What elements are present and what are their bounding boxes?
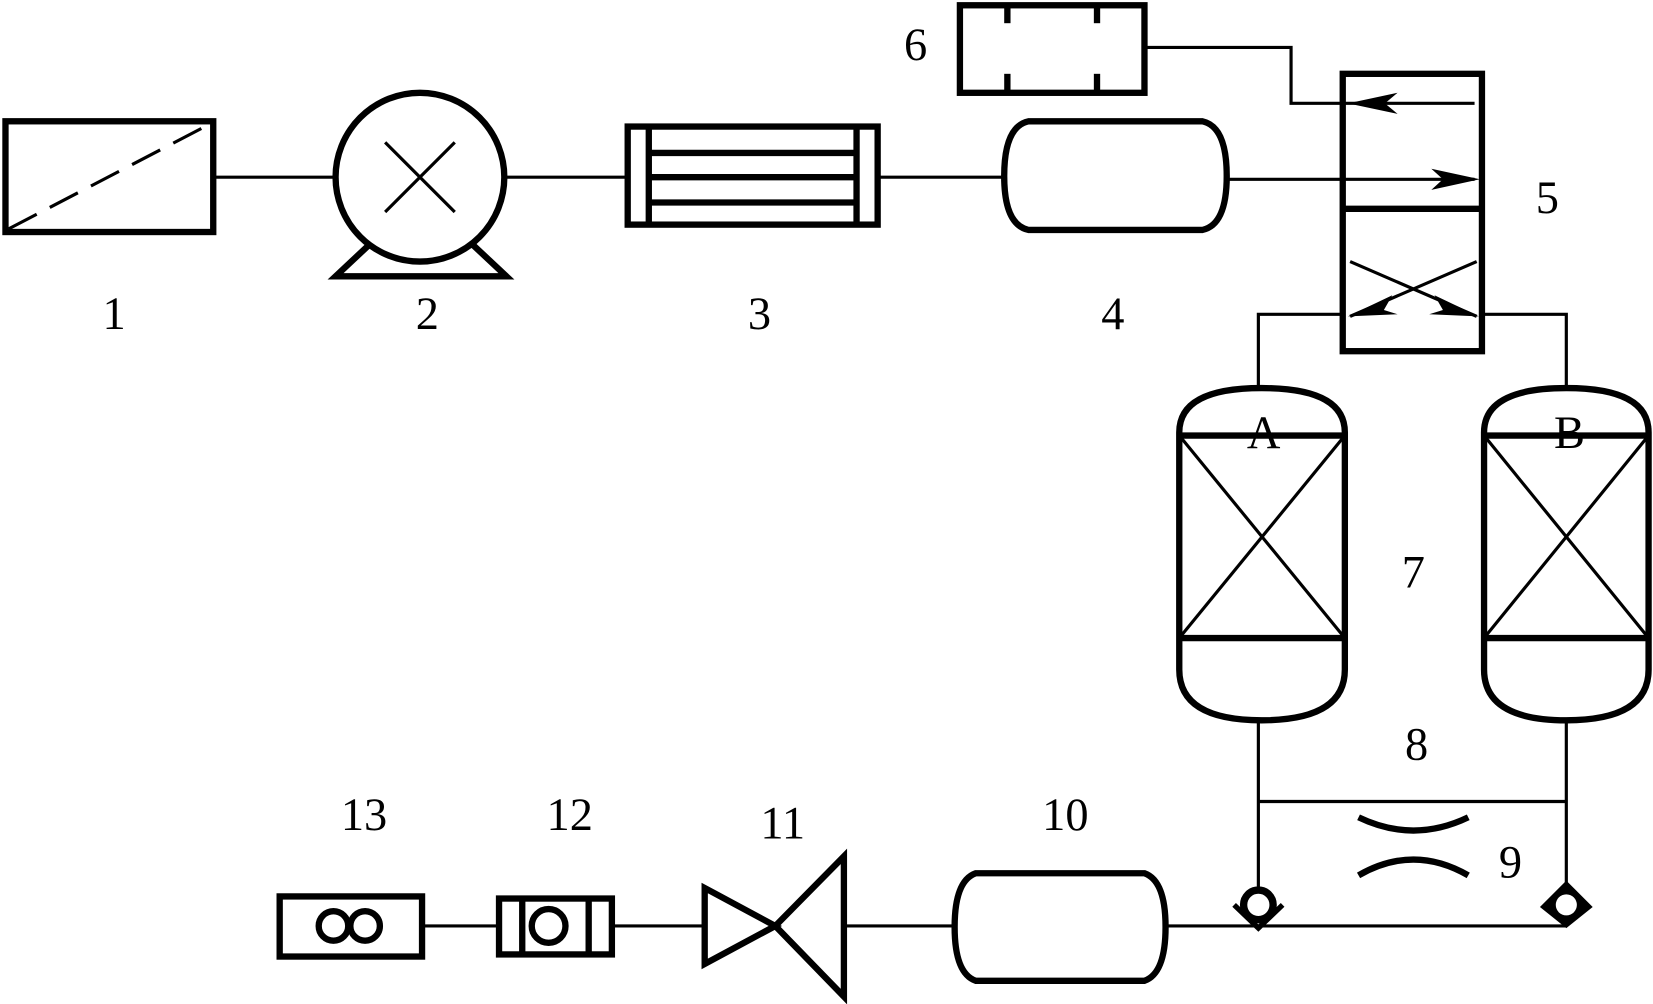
label-3: 3 <box>748 289 771 340</box>
component-3-cooler <box>624 123 881 228</box>
component-4-buffer-tank <box>1001 118 1230 234</box>
component-2-compressor <box>327 89 515 280</box>
component-11-valve <box>701 848 848 1004</box>
label-7: 7 <box>1402 547 1425 598</box>
orifice-9 <box>1356 856 1470 879</box>
label-vessel-b: B <box>1554 408 1585 459</box>
component-12-flowmeter <box>495 895 616 958</box>
label-11: 11 <box>760 798 805 849</box>
arrow-icon <box>1431 168 1480 190</box>
label-6: 6 <box>904 20 927 71</box>
label-12: 12 <box>547 790 593 841</box>
label-8: 8 <box>1405 719 1428 770</box>
adsorber-a <box>1176 384 1349 724</box>
label-10: 10 <box>1042 790 1088 841</box>
component-13-analyzer <box>276 893 426 960</box>
adsorber-b <box>1480 384 1652 724</box>
label-vessel-a: A <box>1247 408 1281 459</box>
component-1-filter <box>2 118 217 236</box>
check-valve-b <box>1539 880 1593 929</box>
component-5-switching-valve <box>1339 70 1486 355</box>
label-5: 5 <box>1536 173 1559 224</box>
pipe <box>1256 312 1343 389</box>
label-4: 4 <box>1101 289 1124 340</box>
pipe <box>1481 312 1568 389</box>
label-9: 9 <box>1499 837 1522 888</box>
component-10-product-tank <box>951 870 1169 984</box>
orifice-8 <box>1357 814 1470 834</box>
label-13: 13 <box>341 790 387 841</box>
label-2: 2 <box>416 289 439 340</box>
arrow-icon <box>1348 92 1398 114</box>
component-6-silencer <box>956 2 1148 96</box>
check-valve-a <box>1232 886 1285 932</box>
label-1: 1 <box>103 289 126 340</box>
